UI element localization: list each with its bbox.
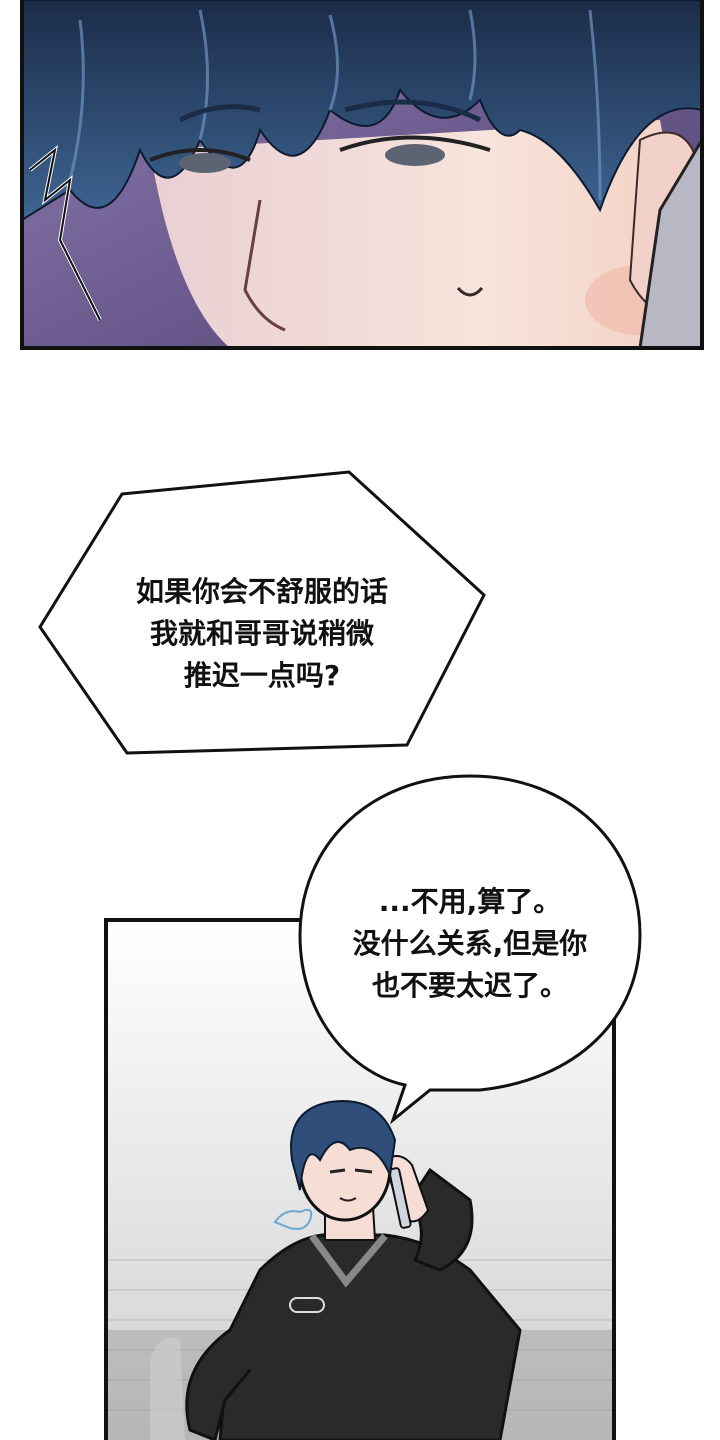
round-bubble-text: ...不用,算了。 没什么关系,但是你 也不要太迟了。 <box>305 881 635 1007</box>
hex-bubble-text: 如果你会不舒服的话 我就和哥哥说稍微 推迟一点吗? <box>62 571 462 697</box>
round-bubble-line-3: 也不要太迟了。 <box>371 969 568 1002</box>
hex-bubble-line-3: 推迟一点吗? <box>183 659 341 692</box>
hex-bubble-line-2: 我就和哥哥说稍微 <box>149 617 374 650</box>
panel-1-border <box>20 0 704 350</box>
panel-1 <box>22 0 702 348</box>
round-bubble-line-2: 没什么关系,但是你 <box>352 927 588 960</box>
panel-2 <box>106 920 614 1440</box>
hex-bubble-line-1: 如果你会不舒服的话 <box>135 575 388 608</box>
hex-speech-bubble <box>38 470 486 755</box>
round-speech-bubble <box>298 774 642 1125</box>
round-bubble-line-1: ...不用,算了。 <box>378 885 562 918</box>
